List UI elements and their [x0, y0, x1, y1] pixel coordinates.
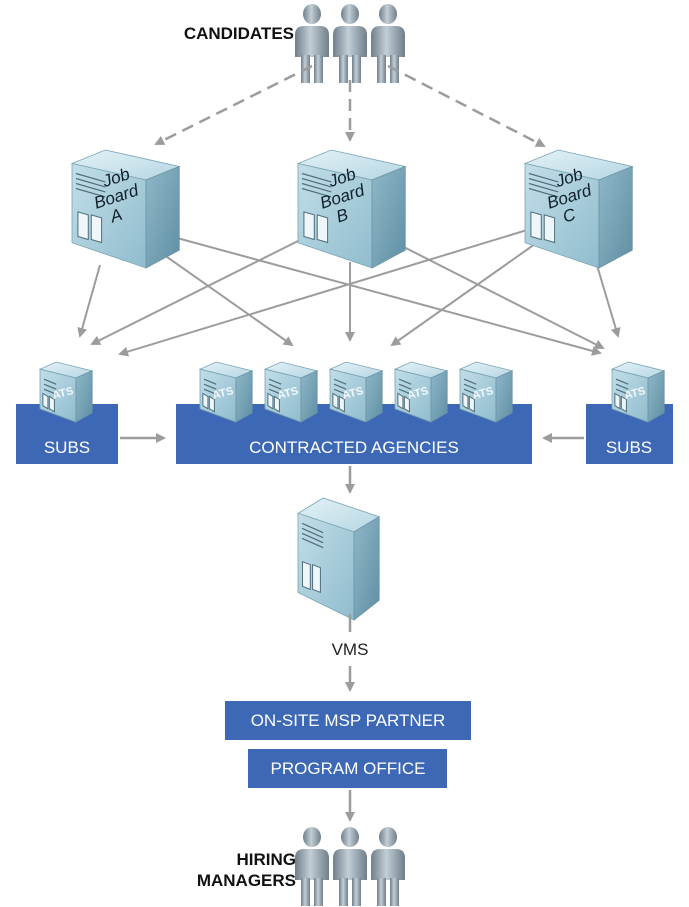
person-figure-icon	[333, 4, 367, 83]
candidates-people-icon	[295, 4, 405, 83]
ats-server-icon: ATS	[393, 361, 449, 423]
program-office-box	[248, 749, 447, 788]
msp-partner-label: ON-SITE MSP PARTNER	[251, 711, 446, 730]
svg-text:ATS: ATS	[276, 385, 300, 402]
ats-server-icon: ATS	[198, 361, 254, 423]
person-figure-icon	[295, 4, 329, 83]
svg-text:ATS: ATS	[51, 385, 75, 402]
candidate-arrows	[154, 64, 546, 148]
arrow-to-board-a	[154, 64, 313, 146]
svg-text:ATS: ATS	[341, 385, 365, 402]
msp-partner-box	[225, 701, 471, 740]
subs-left-label: SUBS	[44, 438, 90, 457]
svg-text:B: B	[334, 205, 351, 227]
ats-server-icon: ATS	[328, 361, 384, 423]
ats-servers: ATS ATS ATS ATS ATS ATS ATS	[38, 361, 666, 423]
ats-server-icon: ATS	[458, 361, 514, 423]
svg-text:ATS: ATS	[406, 385, 430, 402]
svg-text:ATS: ATS	[623, 385, 647, 402]
candidates-label: CANDIDATES	[184, 24, 294, 43]
hiring-label-line1: HIRING	[237, 850, 297, 869]
person-figure-icon	[333, 827, 367, 906]
ats-server-icon: ATS	[263, 361, 319, 423]
arrow-to-board-c	[387, 64, 546, 148]
person-figure-icon	[371, 827, 405, 906]
svg-text:ATS: ATS	[471, 385, 495, 402]
ats-server-icon: ATS	[38, 361, 94, 423]
svg-text:ATS: ATS	[211, 385, 235, 402]
program-office-label: PROGRAM OFFICE	[271, 759, 426, 778]
subs-right-label: SUBS	[606, 438, 652, 457]
hiring-label-line2: MANAGERS	[197, 871, 296, 890]
vms-server-icon	[297, 497, 381, 621]
ats-server-icon: ATS	[610, 361, 666, 423]
hiring-managers-people-icon	[295, 827, 405, 906]
board-arrows	[77, 229, 621, 357]
vms-label: VMS	[332, 640, 369, 659]
svg-text:A: A	[107, 205, 125, 227]
person-figure-icon	[295, 827, 329, 906]
person-figure-icon	[371, 4, 405, 83]
contracted-agencies-label: CONTRACTED AGENCIES	[249, 438, 459, 457]
